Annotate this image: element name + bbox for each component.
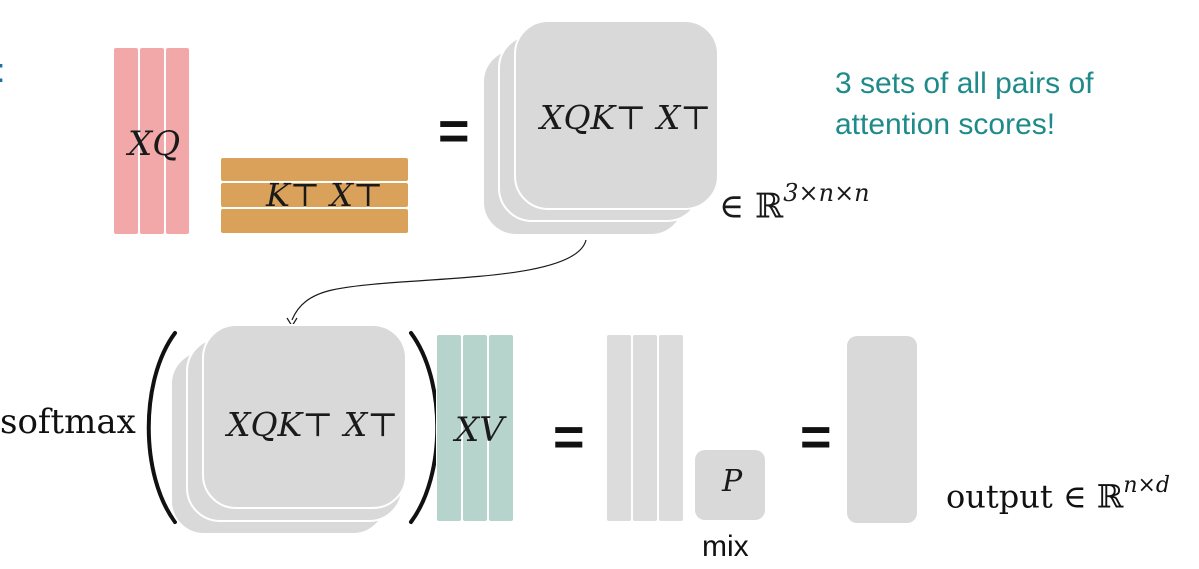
xq-label: XQ [128, 124, 181, 164]
xv-stripe [462, 334, 488, 522]
kt-stripe [220, 208, 409, 234]
mix-label: mix [702, 530, 749, 563]
xq-stripe [113, 47, 139, 235]
gray-stripe [658, 334, 684, 522]
xq-stripe [165, 47, 190, 235]
xq-stripe [139, 47, 165, 235]
left-edge-mark: : [0, 52, 5, 91]
score-card-front [514, 20, 719, 210]
equals-sign: = [553, 407, 585, 467]
xv-stripe [488, 334, 514, 522]
dimension-exponent: 3×n×n [783, 179, 870, 207]
output-matrix [847, 336, 917, 523]
in-reals: ∈ ℝ [719, 186, 784, 227]
score-card-front [202, 324, 407, 509]
gray-stripe [632, 334, 658, 522]
equals-sign: = [438, 101, 470, 161]
annotation-text: 3 sets of all pairs of attention scores! [835, 67, 1094, 141]
output-label: output ∈ ℝ [946, 477, 1124, 516]
xv-label: XV [455, 410, 504, 450]
scores-top-label: XQK⊤ X⊤ [540, 98, 712, 137]
scores-bottom-label: XQK⊤ X⊤ [227, 405, 399, 444]
kt-stripe [220, 182, 409, 208]
p-matrix [695, 450, 765, 520]
p-label: P [722, 464, 743, 499]
scores-dimension: ∈ ℝ3×n×n [719, 179, 870, 227]
kt-stripe [220, 157, 409, 182]
kt-xt-label: K⊤ X⊤ [266, 176, 384, 214]
output-exponent: n×d [1123, 473, 1170, 498]
gray-stripe [606, 334, 632, 522]
output-dimension: output ∈ ℝn×d [946, 473, 1170, 516]
xv-stripe [436, 334, 462, 522]
equals-sign: = [800, 407, 832, 467]
softmax-label: softmax [0, 402, 136, 442]
